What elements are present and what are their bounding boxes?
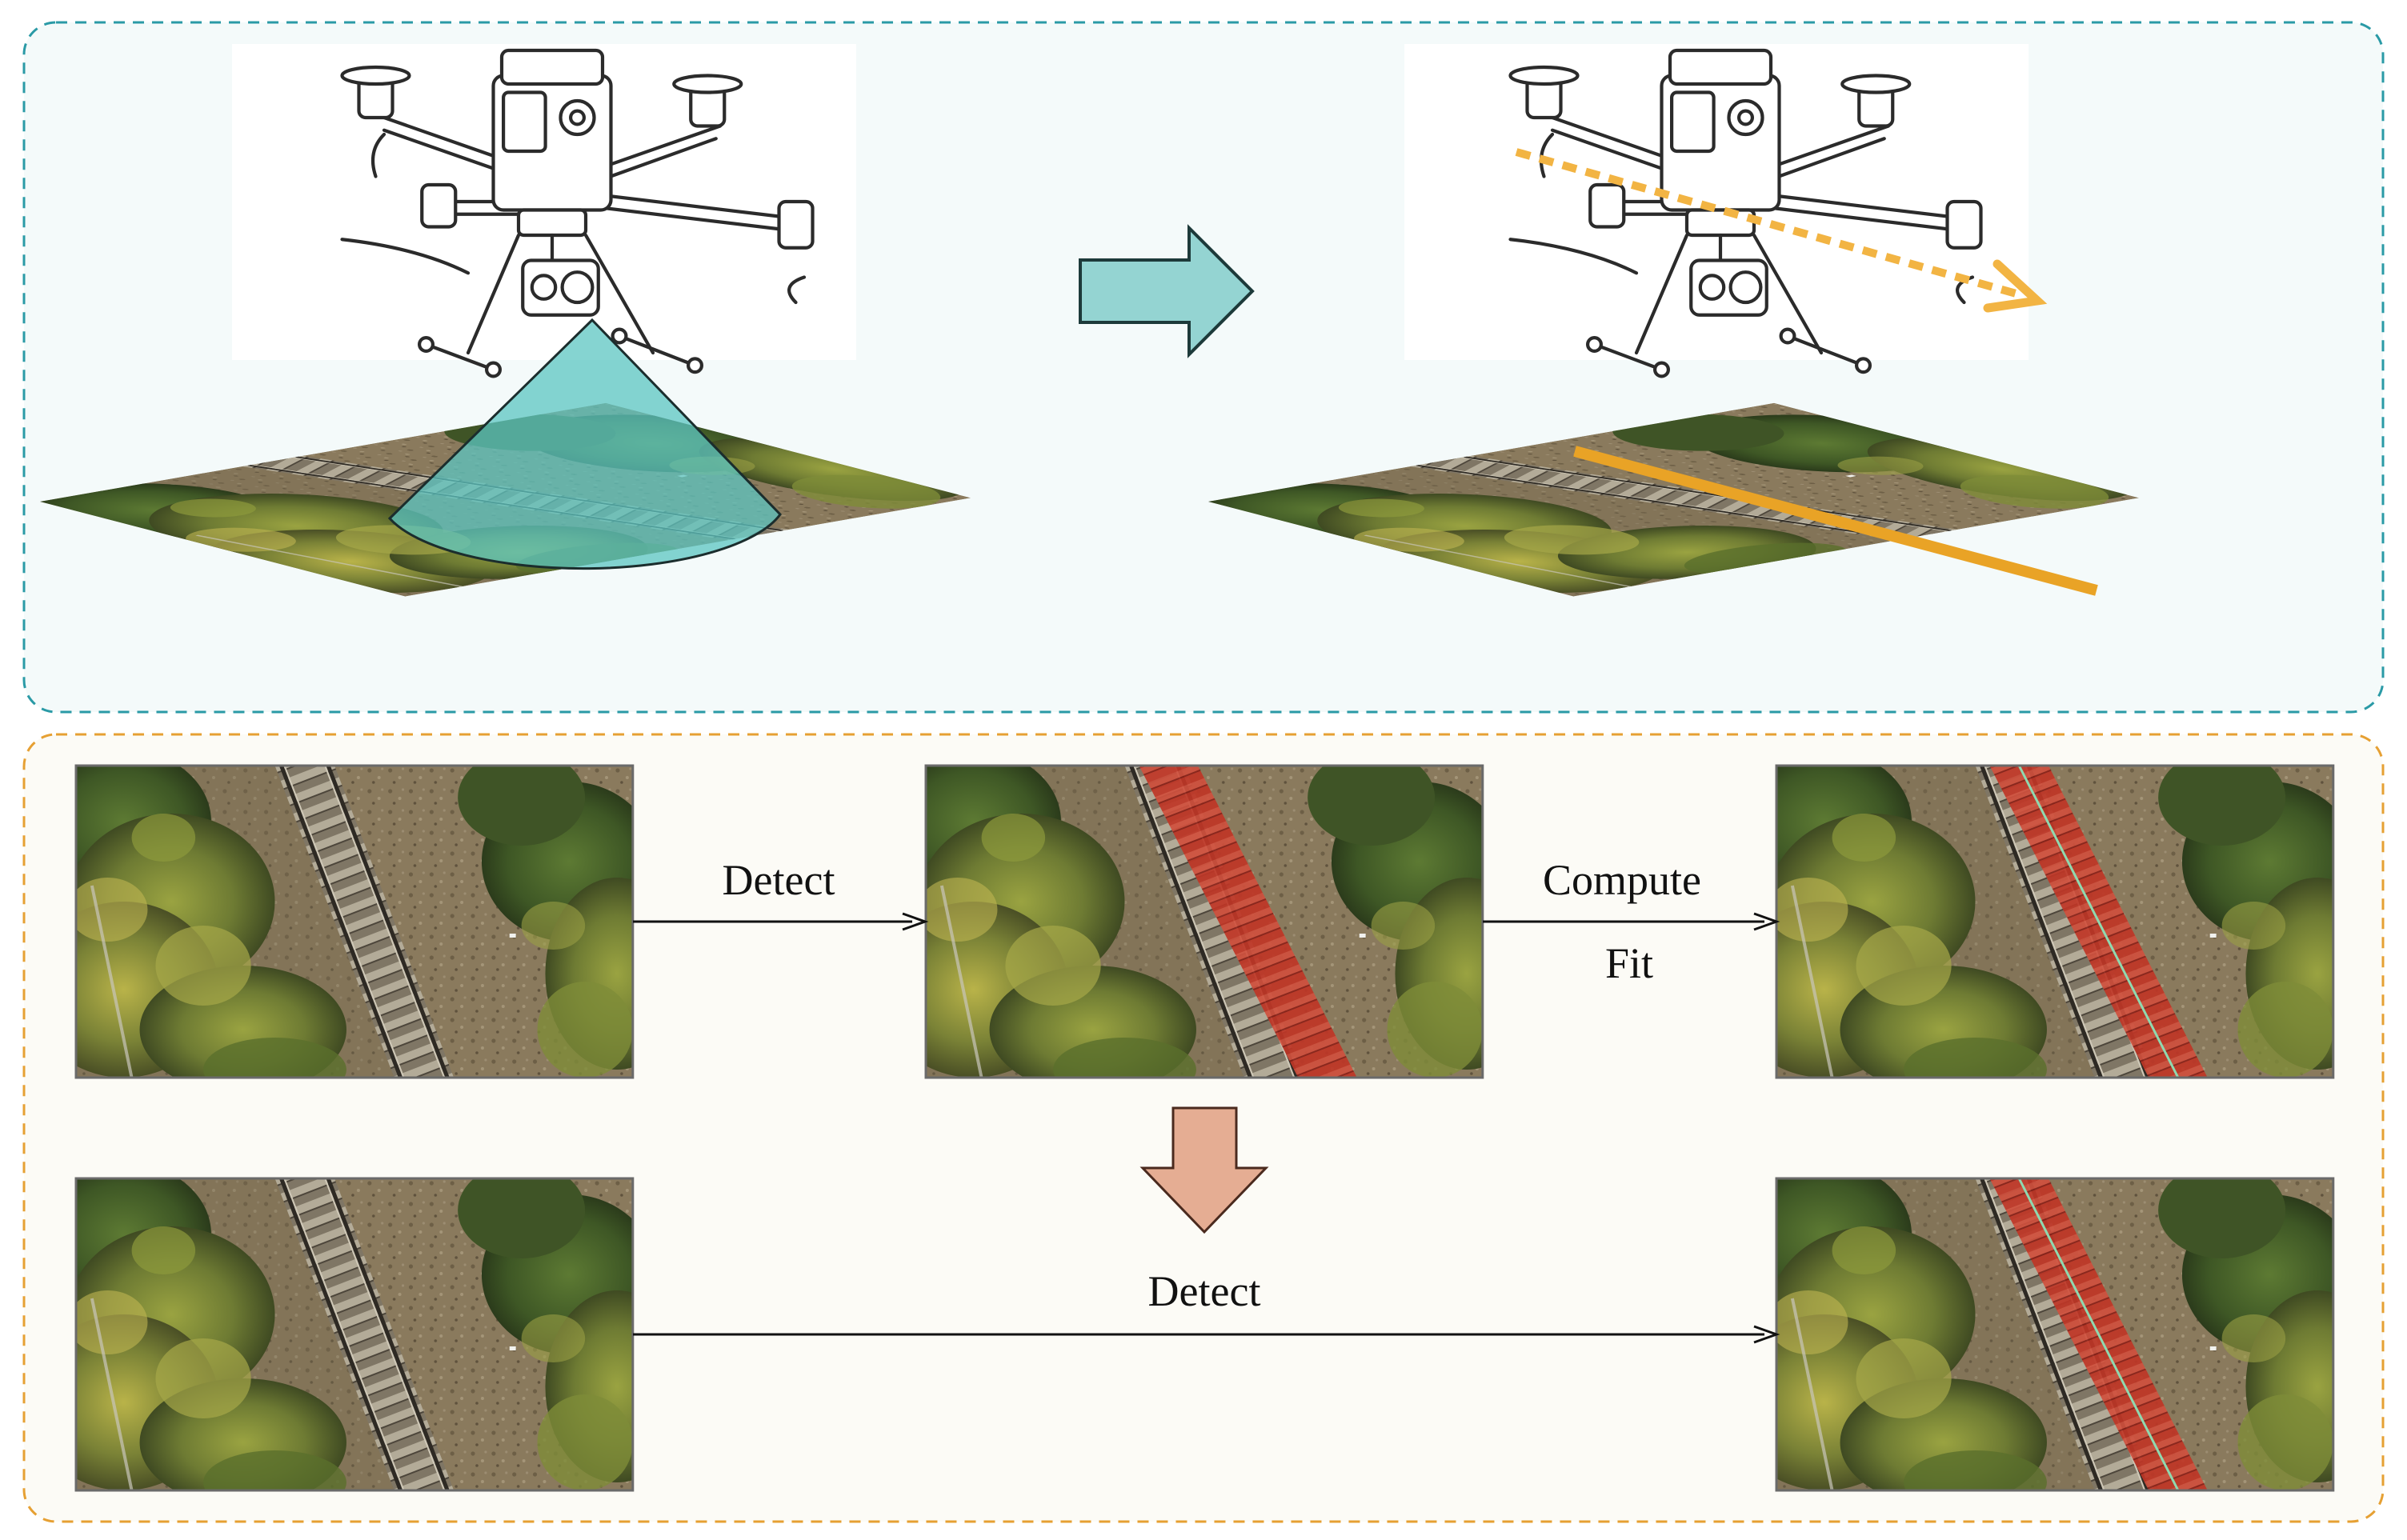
detect-label-2: Detect [1148, 1267, 1261, 1315]
transition-arrow-icon [1079, 224, 1255, 358]
next-frame-down-arrow-icon [1139, 1106, 1269, 1234]
detect-arrow-1 [633, 912, 929, 931]
follow-scene [1141, 44, 2224, 612]
centerline-image-1 [1775, 764, 2335, 1079]
detect-label-1: Detect [723, 856, 835, 904]
centerline-image-2 [1775, 1177, 2335, 1492]
compute-label: Compute [1543, 856, 1701, 904]
fit-label: Fit [1605, 939, 1653, 987]
fitted-track-line [1573, 446, 2098, 596]
mask-image [924, 764, 1484, 1079]
raw-image-1 [74, 764, 635, 1079]
scan-scene [0, 44, 1055, 612]
compute-fit-arrow [1483, 912, 1780, 931]
flight-path-arrow [1515, 148, 2026, 300]
camera-view-cone [387, 318, 782, 570]
detect-arrow-2 [633, 1325, 1780, 1344]
flight-path-arrowhead [1983, 259, 2048, 313]
raw-image-2 [74, 1177, 635, 1492]
